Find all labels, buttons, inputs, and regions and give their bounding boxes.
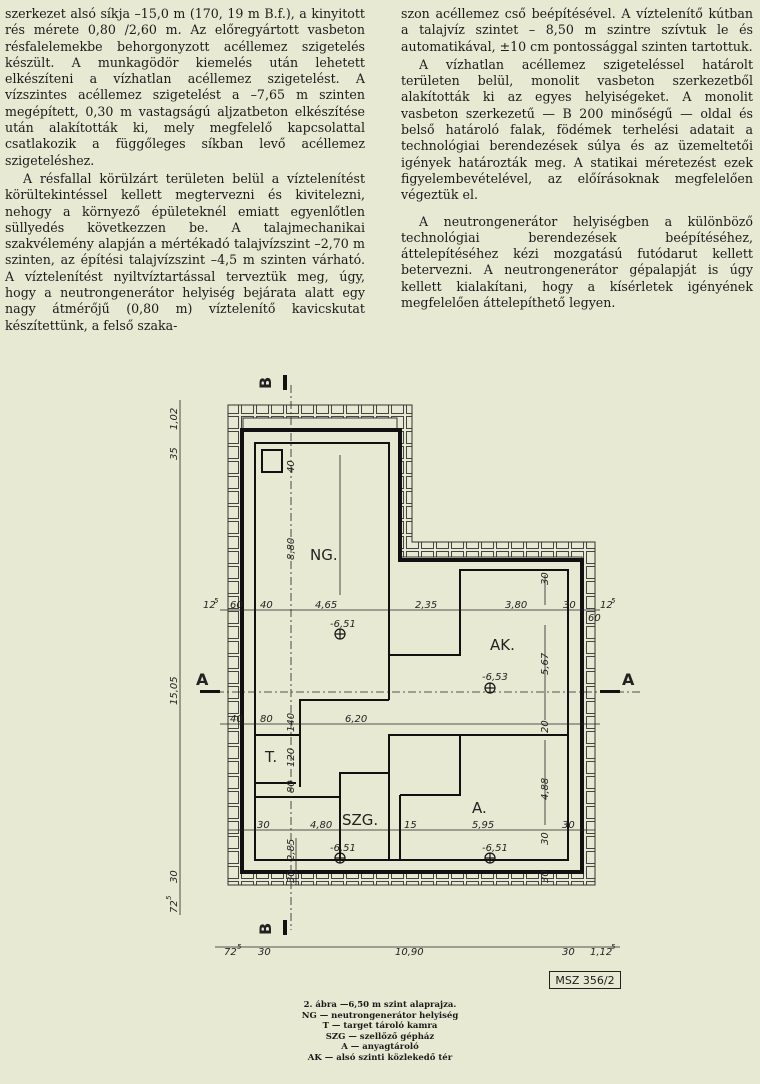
dimension-label: 1,02 (169, 408, 180, 430)
paragraph: szon acéllemez cső beépítésével. A vízte… (401, 6, 753, 54)
dimension-label: 2,35 (415, 600, 437, 611)
figure-caption: 2. ábra —6,50 m szint alaprajza. NG — ne… (0, 1000, 760, 1063)
dimension-label: 5 (165, 895, 173, 900)
paragraph: A neutrongenerátor helyiségben a különbö… (401, 213, 753, 311)
dimension-label: 60 (588, 613, 601, 624)
dimension-label: 60 (230, 600, 243, 611)
dimension-label: 120 (286, 748, 297, 767)
dimension-label: 5,67 (540, 652, 551, 675)
dimension-label: 8,80 (286, 538, 297, 560)
dimension-labels: 1,02 35 15,05 12 5 60 40 4,65 2,35 3,80 … (165, 408, 616, 958)
dimension-label: 40 (260, 600, 273, 611)
text-column-left: szerkezet alsó síkja –15,0 m (170, 19 m … (5, 6, 365, 334)
level-label: -6,51 (330, 843, 356, 854)
dimension-label: 40 (230, 714, 243, 725)
paragraph: A résfallal körülzárt területen belül a … (5, 170, 365, 333)
dimension-label: 30 (563, 600, 576, 611)
dimension-label: 15,05 (169, 676, 180, 705)
caption-legend-item: AK — alsó szinti közlekedő tér (307, 1052, 453, 1063)
dimension-label: 12 (203, 600, 216, 611)
dimension-label: 72 (169, 900, 180, 913)
section-a-label: A (622, 670, 635, 689)
dimension-label: 2,85 (286, 839, 297, 861)
dimension-label: 30 (286, 870, 297, 883)
dimension-label: 3,80 (505, 600, 527, 611)
section-markers (200, 375, 620, 935)
room-label-t: T. (264, 748, 277, 766)
dimension-label: 35 (169, 447, 180, 460)
dimension-label: 5 (611, 943, 616, 951)
dimension-label: 5 (214, 597, 219, 605)
dimension-label: 4,65 (315, 600, 337, 611)
dimension-label: 5,95 (472, 820, 494, 831)
dimension-label: 30 (540, 870, 551, 883)
dimension-label: 30 (169, 870, 180, 883)
standard-label: MSZ 356/2 (549, 971, 621, 989)
dimension-label: 5 (611, 597, 616, 605)
room-label-ak: AK. (490, 636, 515, 654)
room-label-szg: SZG. (342, 811, 378, 829)
dimension-label: 4,88 (540, 778, 551, 800)
room-label-a: A. (472, 799, 487, 817)
section-a-label: A (196, 670, 209, 689)
dimension-label: 30 (257, 820, 270, 831)
caption-title: 2. ábra —6,50 m szint alaprajza. (303, 1000, 457, 1010)
level-label: -6,53 (482, 672, 508, 683)
dimension-label: 30 (540, 832, 551, 845)
dimension-label: 40 (286, 460, 297, 473)
dimension-label: 80 (260, 714, 273, 725)
dimension-label: 1,12 (590, 947, 612, 958)
dimension-lines (179, 400, 620, 948)
outer-wall (240, 428, 584, 874)
dimension-label: 20 (540, 720, 551, 733)
dimension-label: 30 (258, 947, 271, 958)
dimension-label: 30 (540, 572, 551, 585)
dimension-label: 80 (286, 780, 297, 793)
paragraph: szerkezet alsó síkja –15,0 m (170, 19 m … (5, 6, 365, 168)
dimension-label: 5 (237, 943, 242, 951)
level-markers (334, 628, 496, 864)
floor-plan: B B A A NG. AK. T. SZG. A. -6,51 -6,53 -… (165, 375, 640, 958)
section-b-label: B (256, 923, 275, 935)
dimension-label: 15 (404, 820, 417, 831)
paragraph: A vízhatlan acéllemez szigeteléssel hatá… (401, 56, 753, 203)
caption-legend-item: NG — neutrongenerátor helyiség (301, 1010, 459, 1021)
caption-legend-item: SZG — szellőző gépház (325, 1031, 435, 1042)
dimension-label: 4,80 (310, 820, 332, 831)
inner-walls (254, 442, 569, 861)
dimension-label: 6,20 (345, 714, 367, 725)
text-column-right: szon acéllemez cső beépítésével. A vízte… (401, 6, 753, 311)
level-label: -6,51 (482, 843, 508, 854)
caption-legend-item: A — anyagtároló (341, 1042, 419, 1052)
dimension-label: 10,90 (395, 947, 424, 958)
level-label: -6,51 (330, 619, 356, 630)
section-b-label: B (256, 377, 275, 389)
dimension-label: 12 (600, 600, 613, 611)
dimension-label: 30 (562, 820, 575, 831)
dimension-label: 140 (286, 713, 297, 732)
dimension-label: 72 (224, 947, 237, 958)
caption-legend-item: T — target tároló kamra (322, 1021, 438, 1031)
section-lines (200, 385, 640, 930)
dimension-label: 30 (562, 947, 575, 958)
room-label-ng: NG. (310, 546, 338, 564)
